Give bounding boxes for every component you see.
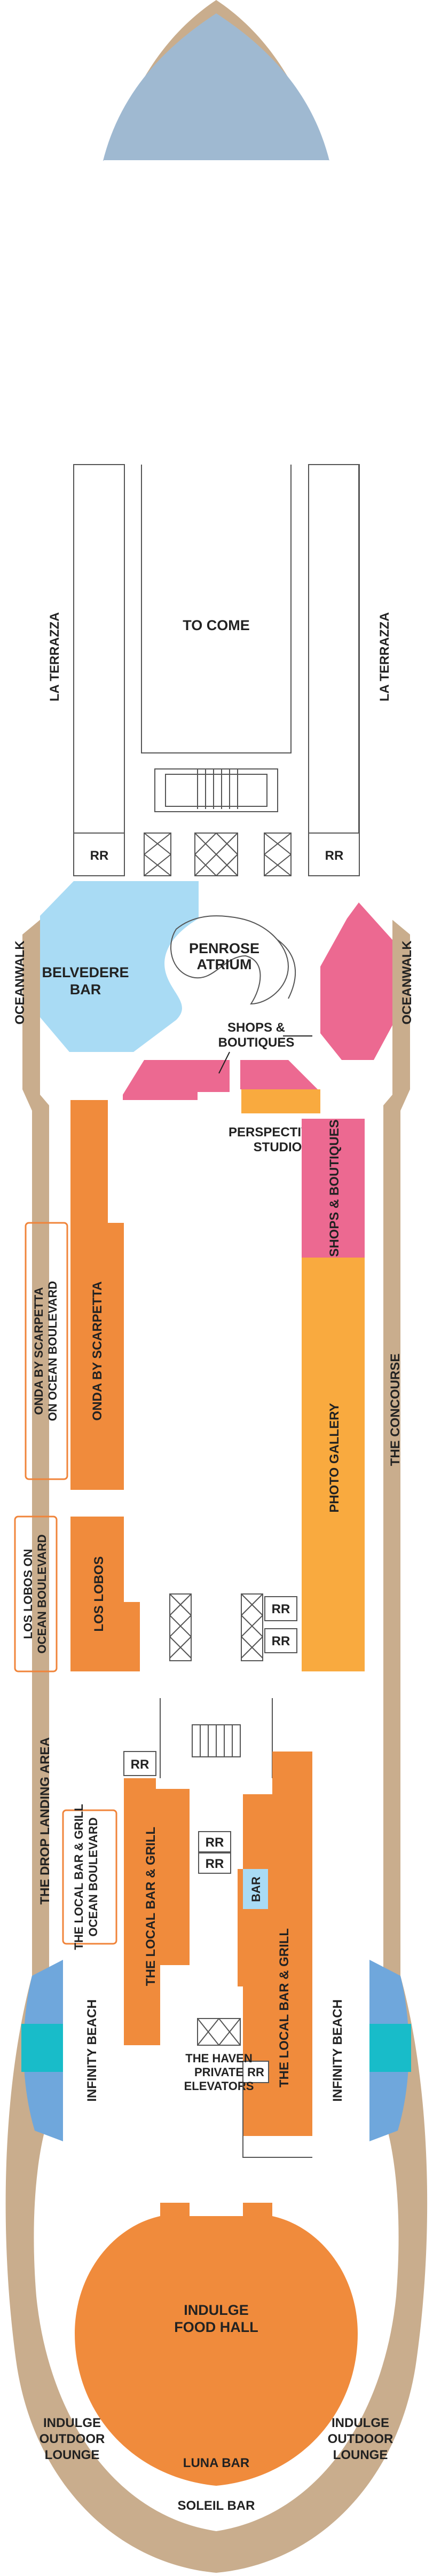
bow-sea-area — [103, 13, 330, 163]
restroom-box — [123, 1751, 156, 1776]
rr-label: RR — [247, 2065, 264, 2079]
los-lobos-area[interactable] — [70, 1602, 140, 1671]
outdoor-lounge-left-label: OUTDOOR — [40, 2432, 105, 2446]
onda-ocean-boulevard-outline — [25, 1222, 68, 1480]
elevator-bank-mid — [169, 1593, 297, 1661]
penrose-atrium-label: ATRIUM — [197, 956, 252, 972]
onda-by-scarpetta-area[interactable] — [70, 1223, 124, 1490]
los-lobos-ocean-boulevard-label: LOS LOBOS ON — [21, 1549, 35, 1639]
rr-label: RR — [325, 849, 344, 863]
belvedere-bar-label: BELVEDERE — [42, 964, 129, 980]
stairs-forward — [197, 769, 238, 809]
haven-elevators-label: ELEVATORS — [184, 2079, 254, 2093]
pointer-line — [218, 1051, 230, 1074]
the-concourse-label: THE CONCOURSE — [388, 1354, 403, 1466]
los-lobos-ocean-boulevard-outline — [14, 1515, 58, 1672]
bar-area[interactable] — [243, 1869, 268, 1909]
rr-label: RR — [272, 1634, 290, 1648]
la-terrazza-right-label: LA TERRAZZA — [377, 612, 392, 701]
belvedere-bar-label: BAR — [70, 981, 101, 998]
rr-label: RR — [206, 1835, 224, 1850]
outdoor-lounge-right-label: INDULGE — [332, 2416, 389, 2430]
rr-label: RR — [131, 1757, 149, 1772]
penrose-atrium-label: PENROSE — [189, 940, 259, 956]
indulge-food-hall-label: INDULGE — [184, 2302, 249, 2318]
infinity-beach-left-pool-inner — [21, 2024, 63, 2072]
outdoor-lounge-right-label: LOUNGE — [333, 2448, 388, 2462]
infinity-beach-right-pool-inner — [369, 2024, 411, 2072]
atrium-swirl — [277, 939, 296, 999]
indulge-food-hall-label: FOOD HALL — [174, 2319, 258, 2335]
rr-label: RR — [90, 849, 109, 863]
outdoor-lounge-left-label: LOUNGE — [45, 2448, 100, 2462]
the-local-right-label: THE LOCAL BAR & GRILL — [277, 1928, 292, 2087]
stairs-mid — [160, 1698, 273, 1778]
shops-boutiques-label: SHOPS & — [227, 1020, 285, 1035]
local-ocean-boulevard-outline — [62, 1809, 117, 1945]
onda-ocean-boulevard-label: ONDA BY SCARPETTA — [32, 1287, 45, 1415]
oceanwalk-right-area[interactable] — [320, 902, 392, 1060]
infinity-beach-right-label: INFINITY BEACH — [330, 1999, 345, 2102]
soleil-bar-label: SOLEIL BAR — [178, 2499, 255, 2513]
perspectives-studio-area[interactable] — [241, 1089, 320, 1113]
shops-boutiques-vertical-label: SHOPS & BOUTIQUES — [327, 1119, 342, 1256]
outdoor-lounge-left-label: INDULGE — [43, 2416, 101, 2430]
onda-by-scarpetta-label: ONDA BY SCARPETTA — [90, 1282, 105, 1421]
infinity-beach-left-label: INFINITY BEACH — [85, 1999, 99, 2102]
outdoor-lounge-right-label: OUTDOOR — [328, 2432, 393, 2446]
haven-elevators-label: THE HAVEN — [185, 2052, 253, 2065]
wall-line — [242, 2083, 312, 2158]
the-local-right-area[interactable] — [238, 1752, 312, 2136]
onda-ocean-boulevard-label: ON OCEAN BOULEVARD — [46, 1281, 59, 1421]
atrium-swirl — [170, 915, 289, 1005]
oceanwalk-right-label: OCEANWALK — [400, 940, 414, 1025]
to-come-label: TO COME — [183, 617, 250, 633]
indulge-food-hall-area[interactable] — [75, 2203, 358, 2486]
shops-boutiques-vertical-area[interactable] — [302, 1119, 365, 1258]
elevator-bank-forward — [144, 833, 292, 876]
rr-label: RR — [272, 1602, 290, 1616]
los-lobos-ocean-boulevard-label: OCEAN BOULEVARD — [35, 1534, 49, 1653]
local-ocean-boulevard-label: THE LOCAL BAR & GRILL — [72, 1804, 85, 1950]
perspectives-studio-label: STUDIO — [254, 1140, 302, 1155]
photo-gallery-area[interactable] — [302, 1258, 365, 1671]
haven-elevators-label: PRIVATE — [194, 2065, 243, 2079]
rr-label: RR — [206, 1857, 224, 1871]
photo-gallery-label: PHOTO GALLERY — [327, 1403, 342, 1512]
elevator-bank-haven — [197, 2018, 241, 2046]
la-terrazza-left-label: LA TERRAZZA — [48, 612, 62, 701]
the-local-left-area[interactable] — [124, 1778, 190, 2045]
los-lobos-label: LOS LOBOS — [92, 1556, 106, 1631]
belvedere-bar-area[interactable] — [40, 881, 199, 1052]
luna-bar-label: LUNA BAR — [183, 2456, 249, 2470]
restrooms-forward — [73, 833, 360, 876]
drop-landing-label: THE DROP LANDING AREA — [38, 1737, 52, 1904]
oceanwalk-left-label: OCEANWALK — [13, 940, 27, 1025]
bar-label: BAR — [249, 1876, 263, 1902]
the-local-left-label: THE LOCAL BAR & GRILL — [144, 1827, 158, 1986]
restrooms-aft — [198, 1831, 269, 2083]
shops-boutiques-label: BOUTIQUES — [218, 1035, 295, 1050]
local-ocean-boulevard-label: OCEAN BOULEVARD — [86, 1817, 100, 1936]
shops-boutiques-area[interactable] — [123, 1060, 230, 1100]
